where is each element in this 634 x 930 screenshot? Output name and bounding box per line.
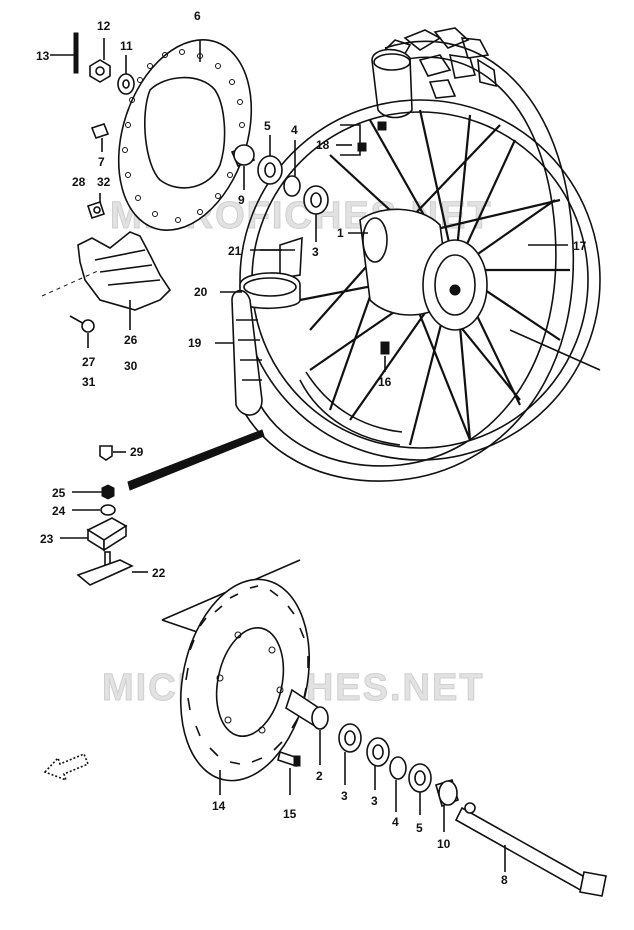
brake-disc bbox=[117, 39, 253, 231]
callout-17: 17 bbox=[573, 239, 587, 253]
rim-band bbox=[279, 236, 303, 279]
tire-tube-section bbox=[231, 236, 303, 416]
callout-21: 21 bbox=[228, 244, 242, 258]
nut-25 bbox=[101, 484, 115, 500]
valve-cap-29 bbox=[99, 445, 113, 461]
hub-flange-left bbox=[362, 217, 388, 263]
callout-3-upper: 3 bbox=[312, 245, 319, 259]
callout-10: 10 bbox=[437, 837, 451, 851]
callout-4-lower: 4 bbox=[392, 815, 399, 829]
section-line-right bbox=[509, 329, 601, 371]
disc-holes bbox=[122, 49, 245, 223]
tire-section-top bbox=[371, 48, 413, 119]
sprocket-outline bbox=[179, 578, 311, 782]
callout-30: 30 bbox=[124, 359, 138, 373]
callout-16: 16 bbox=[378, 375, 392, 389]
leader-lines bbox=[199, 40, 568, 372]
oil-seal-lower bbox=[408, 763, 432, 793]
guard-lower-bolt bbox=[69, 315, 95, 348]
callout-9: 9 bbox=[238, 193, 245, 207]
front-direction-arrow bbox=[43, 752, 90, 782]
callout-2: 2 bbox=[316, 769, 323, 783]
callout-5-lower: 5 bbox=[416, 821, 423, 835]
tire-outline bbox=[237, 40, 575, 482]
washer-11 bbox=[117, 73, 135, 95]
callout-12: 12 bbox=[97, 19, 111, 33]
callout-27: 27 bbox=[82, 355, 96, 369]
rim-lock-plate bbox=[76, 559, 134, 586]
cotter-pin bbox=[73, 32, 79, 74]
axle-parts bbox=[285, 688, 607, 897]
callout-labels: 13 12 11 6 7 28 32 5 4 9 3 18 1 17 21 20… bbox=[36, 9, 587, 887]
bearing-lower-1 bbox=[338, 723, 362, 753]
callout-28: 28 bbox=[72, 175, 86, 189]
callout-1: 1 bbox=[337, 226, 344, 240]
callout-8: 8 bbox=[501, 873, 508, 887]
circlip-lower bbox=[389, 756, 407, 780]
callout-3-lower-a: 3 bbox=[341, 789, 348, 803]
callout-25: 25 bbox=[52, 486, 66, 500]
axle-shaft bbox=[454, 806, 592, 894]
guard-bolt bbox=[86, 200, 106, 220]
callout-23: 23 bbox=[40, 532, 54, 546]
callout-24: 24 bbox=[52, 504, 66, 518]
disc-guard bbox=[41, 231, 172, 330]
circlip-upper bbox=[283, 175, 301, 197]
callout-6: 6 bbox=[194, 9, 201, 23]
tire-cross-section bbox=[231, 289, 263, 416]
callout-20: 20 bbox=[194, 285, 208, 299]
top-left-fasteners bbox=[50, 32, 135, 220]
callout-4-upper: 4 bbox=[291, 123, 298, 137]
callout-7: 7 bbox=[98, 155, 105, 169]
callout-18: 18 bbox=[316, 138, 330, 152]
upper-hub-parts bbox=[230, 121, 387, 242]
callout-19: 19 bbox=[188, 336, 202, 350]
washer-24 bbox=[100, 504, 116, 516]
callout-15: 15 bbox=[283, 807, 297, 821]
callout-3-lower-b: 3 bbox=[371, 794, 378, 808]
castle-nut bbox=[89, 59, 111, 83]
callout-26: 26 bbox=[124, 333, 138, 347]
rear-sprocket bbox=[179, 578, 311, 795]
callout-14: 14 bbox=[212, 799, 226, 813]
tire-inner-line bbox=[254, 56, 557, 467]
rim-outer bbox=[239, 99, 601, 461]
sprocket-bolt bbox=[277, 750, 301, 795]
callout-32: 32 bbox=[97, 175, 111, 189]
disc-guard-body bbox=[77, 231, 172, 311]
valve-parts bbox=[60, 445, 148, 586]
pointer-wedge bbox=[127, 429, 265, 491]
valve-cap bbox=[380, 341, 390, 355]
callout-13: 13 bbox=[36, 49, 50, 63]
disc-bolt bbox=[90, 123, 110, 139]
callout-11: 11 bbox=[120, 39, 133, 53]
callout-29: 29 bbox=[130, 445, 144, 459]
brake-disc-center bbox=[144, 76, 226, 189]
callout-5-upper: 5 bbox=[264, 119, 271, 133]
oil-seal-upper bbox=[257, 155, 283, 185]
rear-wheel-assembly bbox=[237, 27, 601, 482]
callout-31: 31 bbox=[82, 375, 96, 389]
bearing-lower-2 bbox=[366, 737, 390, 767]
bearing-upper bbox=[303, 185, 329, 215]
callout-22: 22 bbox=[152, 566, 166, 580]
